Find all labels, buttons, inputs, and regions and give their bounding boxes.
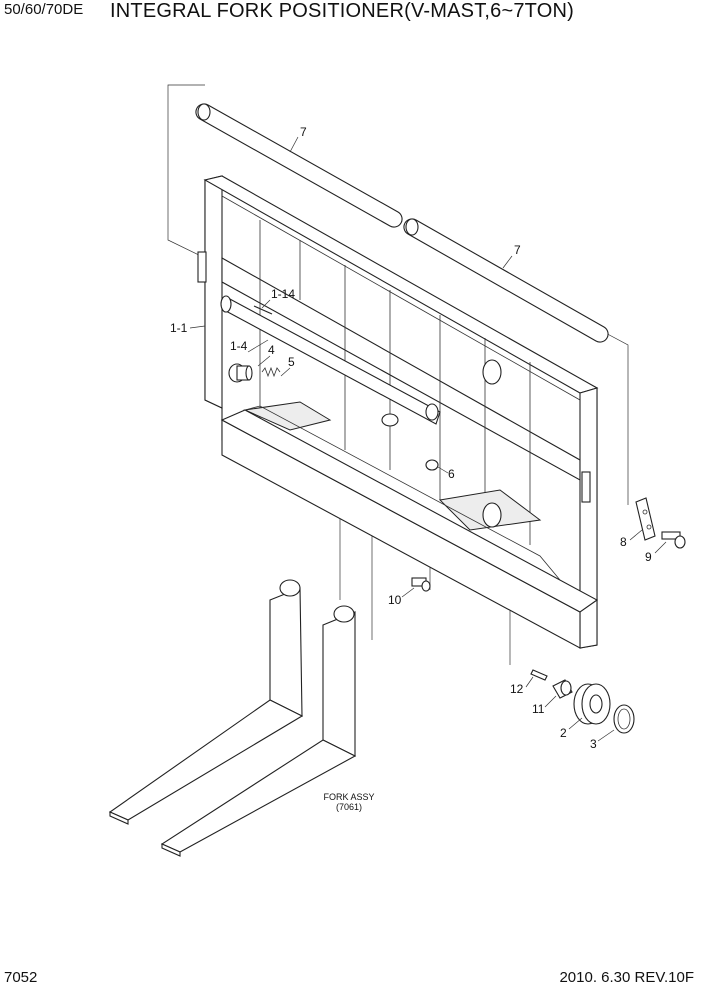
callout-1-4: 1-4 [230,339,248,353]
model-code: 50/60/70DE [4,1,84,18]
callout-4: 4 [268,343,275,357]
bolt-9 [661,531,686,549]
callout-12: 12 [510,682,524,696]
callout-11: 11 [532,702,545,716]
spring-5 [261,366,281,378]
collar-11 [552,679,573,699]
page-title: INTEGRAL FORK POSITIONER(V-MAST,6~7TON) [110,0,574,22]
lower-beam [220,405,599,649]
roller-rod-upper [195,103,403,228]
pin-12 [530,669,548,681]
callout-7-lower: 7 [514,243,521,257]
callouts: 7 7 1-14 1-1 1-4 4 5 6 8 9 10 12 11 2 3 [170,125,652,751]
nut-6 [425,459,439,471]
callout-7-upper: 7 [300,125,307,139]
callout-1-1: 1-1 [170,321,188,335]
callout-9: 9 [645,550,652,564]
callout-2: 2 [560,726,567,740]
fork-assy-ref: (7061) [336,802,362,812]
bearing-2 [573,683,611,725]
pin-1-14 [253,305,273,315]
carriage-frame [197,175,599,649]
fork-right [160,605,357,857]
callout-8: 8 [620,535,627,549]
revision-date: 2010. 6.30 REV.10F [559,969,694,986]
plate-8 [635,497,656,541]
roller-rod-lower [403,218,609,343]
callout-3: 3 [590,737,597,751]
callout-6: 6 [448,467,455,481]
callout-10: 10 [388,593,402,607]
callout-5: 5 [288,355,295,369]
callout-1-14: 1-14 [271,287,295,301]
snap-ring-3 [613,704,635,734]
grease-nipple-10 [411,577,431,592]
fork-assy-label: FORK ASSY [323,792,374,802]
leader-lines [189,136,667,742]
rubber-mount-1-4 [228,363,253,383]
page-number: 7052 [4,969,38,986]
fork-left [108,579,304,825]
